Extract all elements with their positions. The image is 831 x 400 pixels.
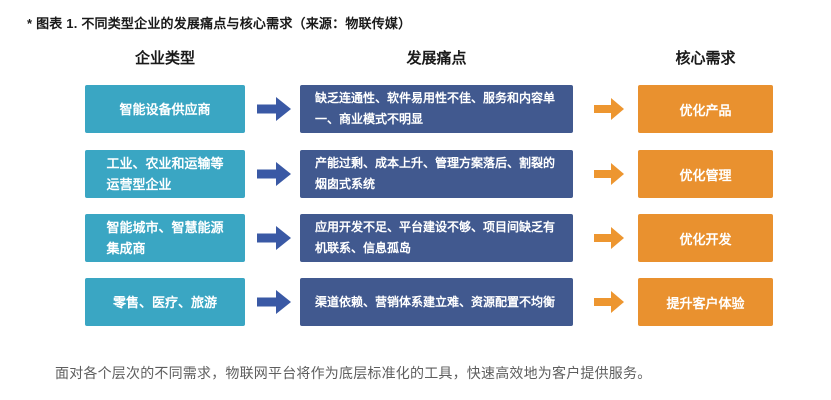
core-need-label: 优化产品 xyxy=(679,102,732,118)
right-arrow-icon xyxy=(594,163,624,185)
right-arrow-icon xyxy=(257,97,291,121)
pain-point-label: 应用开发不足、平台建设不够、项目间缺乏有机联系、信息孤岛 xyxy=(315,220,556,255)
pain-point-label: 缺乏连通性、软件易用性不佳、服务和内容单一、商业模式不明显 xyxy=(315,91,556,126)
right-arrow-icon xyxy=(594,227,624,249)
enterprise-type-label: 零售、医疗、旅游 xyxy=(112,294,217,310)
column-header-enterprise-type: 企业类型 xyxy=(134,50,195,67)
right-arrow-icon xyxy=(257,226,291,250)
flow-row-3: 智能城市、智慧能源 集成商 应用开发不足、平台建设不够、项目间缺乏有机联系、信息… xyxy=(0,214,831,262)
enterprise-type-box: 智能城市、智慧能源 集成商 xyxy=(85,214,245,262)
pain-point-box: 应用开发不足、平台建设不够、项目间缺乏有机联系、信息孤岛 xyxy=(300,214,573,262)
enterprise-type-label: 智能设备供应商 xyxy=(119,101,211,117)
core-need-box: 优化开发 xyxy=(638,214,773,262)
enterprise-type-box: 零售、医疗、旅游 xyxy=(85,278,245,326)
flow-row-4: 零售、医疗、旅游 渠道依赖、营销体系建立难、资源配置不均衡 提升客户体验 xyxy=(0,278,831,326)
core-need-label: 优化管理 xyxy=(679,167,732,183)
right-arrow-icon xyxy=(257,290,291,314)
figure-title: * 图表 1. 不同类型企业的发展痛点与核心需求（来源：物联传媒） xyxy=(27,16,412,31)
enterprise-type-box: 智能设备供应商 xyxy=(85,85,245,133)
pain-point-box: 缺乏连通性、软件易用性不佳、服务和内容单一、商业模式不明显 xyxy=(300,85,573,133)
pain-point-box: 产能过剩、成本上升、管理方案落后、割裂的烟囱式系统 xyxy=(300,150,573,198)
right-arrow-icon xyxy=(257,162,291,186)
enterprise-type-box: 工业、农业和运输等 运营型企业 xyxy=(85,150,245,198)
core-need-box: 优化产品 xyxy=(638,85,773,133)
figure-caption: 面对各个层次的不同需求，物联网平台将作为底层标准化的工具，快速高效地为客户提供服… xyxy=(55,365,652,381)
enterprise-type-label: 工业、农业和运输等 运营型企业 xyxy=(106,156,224,192)
pain-point-label: 渠道依赖、营销体系建立难、资源配置不均衡 xyxy=(315,294,556,309)
column-header-pain-points: 发展痛点 xyxy=(406,50,467,67)
pain-point-box: 渠道依赖、营销体系建立难、资源配置不均衡 xyxy=(300,278,573,326)
core-need-box: 提升客户体验 xyxy=(638,278,773,326)
pain-point-label: 产能过剩、成本上升、管理方案落后、割裂的烟囱式系统 xyxy=(315,156,556,191)
core-need-label: 提升客户体验 xyxy=(666,295,745,311)
column-header-core-needs: 核心需求 xyxy=(675,50,736,67)
right-arrow-icon xyxy=(594,98,624,120)
core-need-label: 优化开发 xyxy=(679,231,732,247)
flow-row-2: 工业、农业和运输等 运营型企业 产能过剩、成本上升、管理方案落后、割裂的烟囱式系… xyxy=(0,150,831,198)
right-arrow-icon xyxy=(594,291,624,313)
core-need-box: 优化管理 xyxy=(638,150,773,198)
flow-row-1: 智能设备供应商 缺乏连通性、软件易用性不佳、服务和内容单一、商业模式不明显 优化… xyxy=(0,85,831,133)
enterprise-type-label: 智能城市、智慧能源 集成商 xyxy=(106,220,224,256)
